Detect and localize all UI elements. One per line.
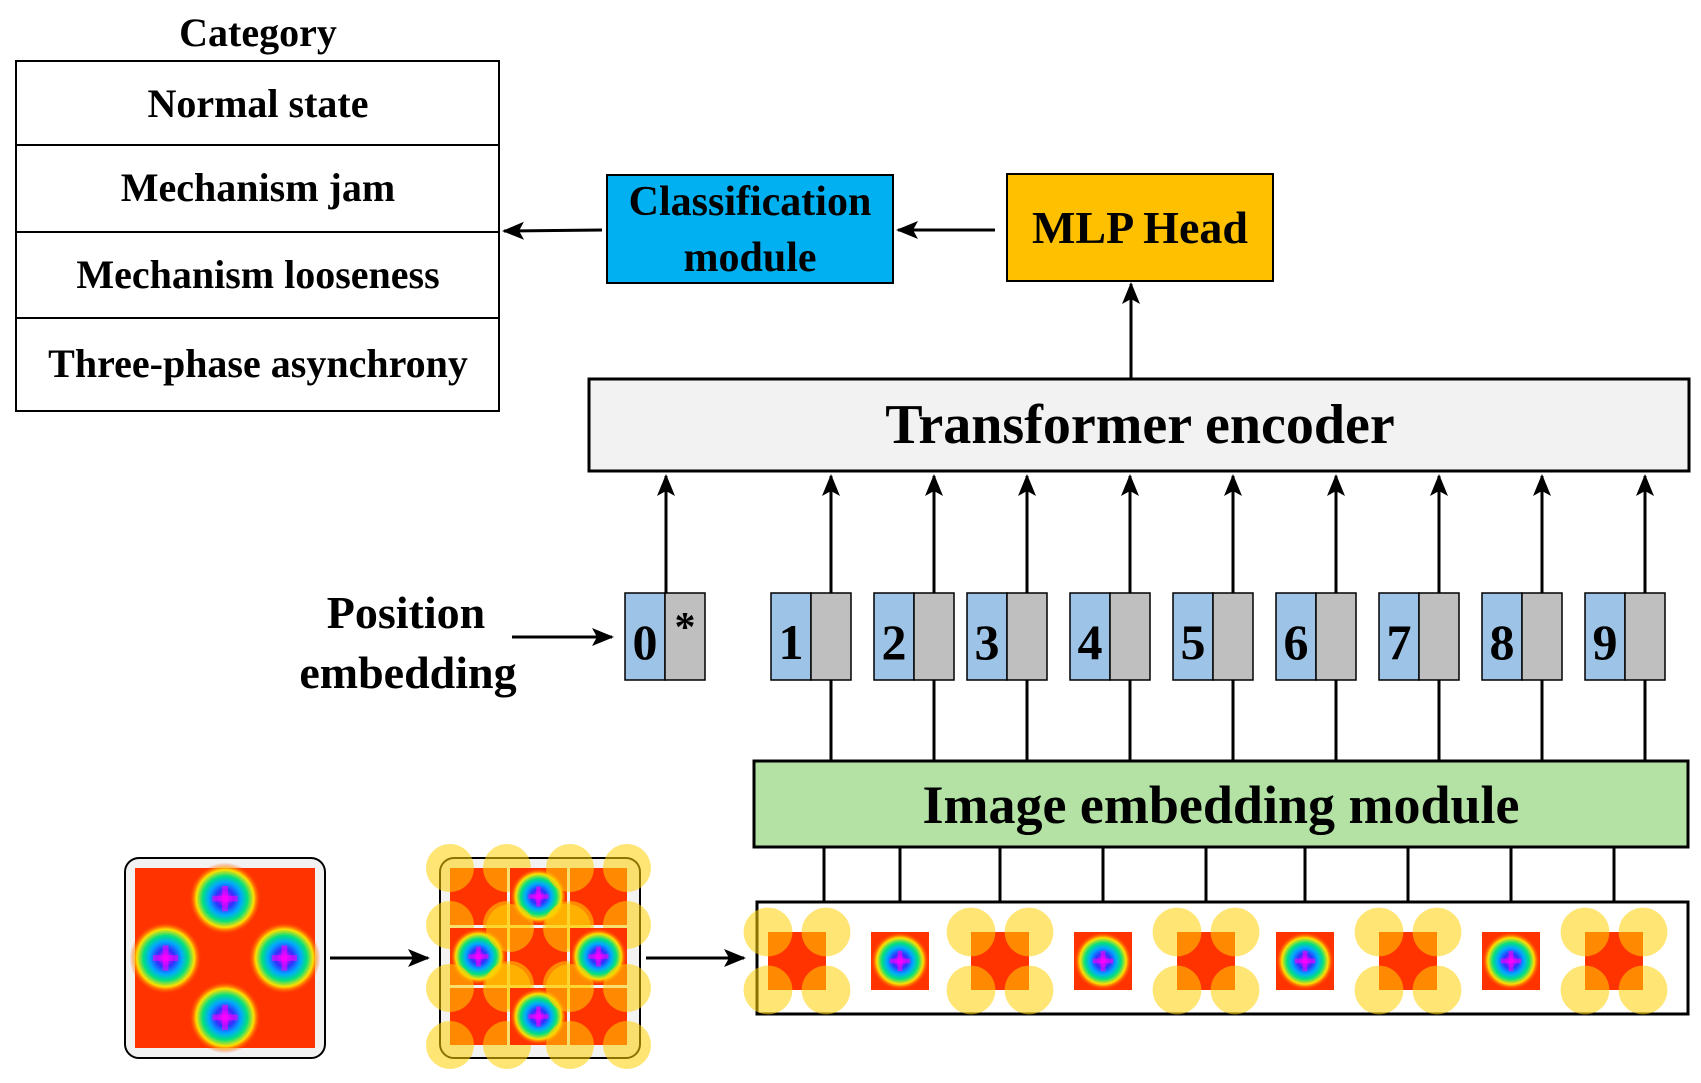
token-index-label: 6 — [1284, 614, 1309, 670]
token-index-cell — [1069, 592, 1111, 681]
mlp-head: MLP Head — [1006, 173, 1274, 282]
token-embedding-cell — [1521, 592, 1563, 681]
token-3: 3 — [966, 474, 1048, 681]
input-heatmap-image — [124, 857, 326, 1059]
patch-center — [1074, 932, 1132, 990]
patch-strip — [743, 900, 1690, 1016]
token-embedding-cell — [1109, 592, 1151, 681]
patch-center — [1276, 932, 1334, 990]
category-title: Category — [179, 10, 337, 55]
position-embedding-line1: Position — [327, 587, 485, 638]
patch-center — [1482, 932, 1540, 990]
category-item-mechanism-jam: Mechanism jam — [121, 165, 395, 210]
patch-center — [871, 932, 929, 990]
token-index-cell — [873, 592, 915, 681]
token-2: 2 — [873, 474, 955, 681]
split-cell — [546, 964, 651, 1069]
position-embedding-label: Position embedding — [299, 587, 614, 698]
token-6: 6 — [1275, 474, 1357, 681]
token-index-label: 8 — [1490, 614, 1515, 670]
patch-corner — [743, 907, 851, 1015]
cls-token-star: * — [675, 605, 696, 651]
token-index-cell — [1481, 592, 1523, 681]
token-embedding-cell — [1418, 592, 1460, 681]
mlp-head-label: MLP Head — [1032, 202, 1248, 253]
token-embedding-cell — [913, 592, 955, 681]
position-embedding-line2: embedding — [299, 647, 516, 698]
patch-corner — [1560, 907, 1668, 1015]
token-index-label: 9 — [1593, 614, 1618, 670]
token-5: 5 — [1172, 474, 1254, 681]
token-embedding-cell — [810, 592, 852, 681]
category-item-normal-state: Normal state — [147, 81, 368, 126]
token-index-label: 2 — [882, 614, 907, 670]
token-embedding-cell — [1006, 592, 1048, 681]
token-index-label: 5 — [1181, 614, 1206, 670]
token-embedding-cell — [1315, 592, 1357, 681]
token-8: 8 — [1481, 474, 1563, 681]
token-index-cell — [966, 592, 1008, 681]
token-index-label: 4 — [1078, 614, 1103, 670]
token-4: 4 — [1069, 474, 1151, 681]
arrow-cls-to-category — [502, 221, 603, 240]
category-table: Category Normal state Mechanism jam Mech… — [15, 10, 500, 412]
classification-module: Classification module — [606, 174, 894, 284]
image-embedding-module: Image embedding module — [752, 759, 1690, 849]
patch-corner — [1354, 907, 1462, 1015]
token-0: 0* — [624, 474, 706, 681]
token-index-cell — [1172, 592, 1214, 681]
token-index-cell — [624, 592, 666, 681]
token-index-label: 0 — [633, 614, 658, 670]
image-embedding-label: Image embedding module — [922, 775, 1519, 835]
token-embedding-cell — [1212, 592, 1254, 681]
transformer-encoder: Transformer encoder — [587, 377, 1691, 473]
token-index-label: 7 — [1387, 614, 1412, 670]
classification-label-line1: Classification — [629, 179, 872, 225]
token-index-label: 3 — [975, 614, 1000, 670]
token-1: 1 — [770, 474, 852, 681]
patch-corner — [946, 907, 1054, 1015]
split-cell — [426, 964, 531, 1069]
token-embedding-cell — [664, 592, 706, 681]
split-heatmap-image — [426, 844, 651, 1069]
category-item-three-phase-asynchrony: Three-phase asynchrony — [48, 341, 468, 386]
token-index-cell — [1378, 592, 1420, 681]
classification-label-line2: module — [683, 235, 816, 281]
token-7: 7 — [1378, 474, 1460, 681]
transformer-encoder-label: Transformer encoder — [885, 394, 1395, 456]
token-9: 9 — [1584, 474, 1666, 681]
token-index-label: 1 — [779, 614, 804, 670]
patch-corner — [1152, 907, 1260, 1015]
category-item-mechanism-looseness: Mechanism looseness — [76, 252, 439, 297]
token-embedding-cell — [1624, 592, 1666, 681]
